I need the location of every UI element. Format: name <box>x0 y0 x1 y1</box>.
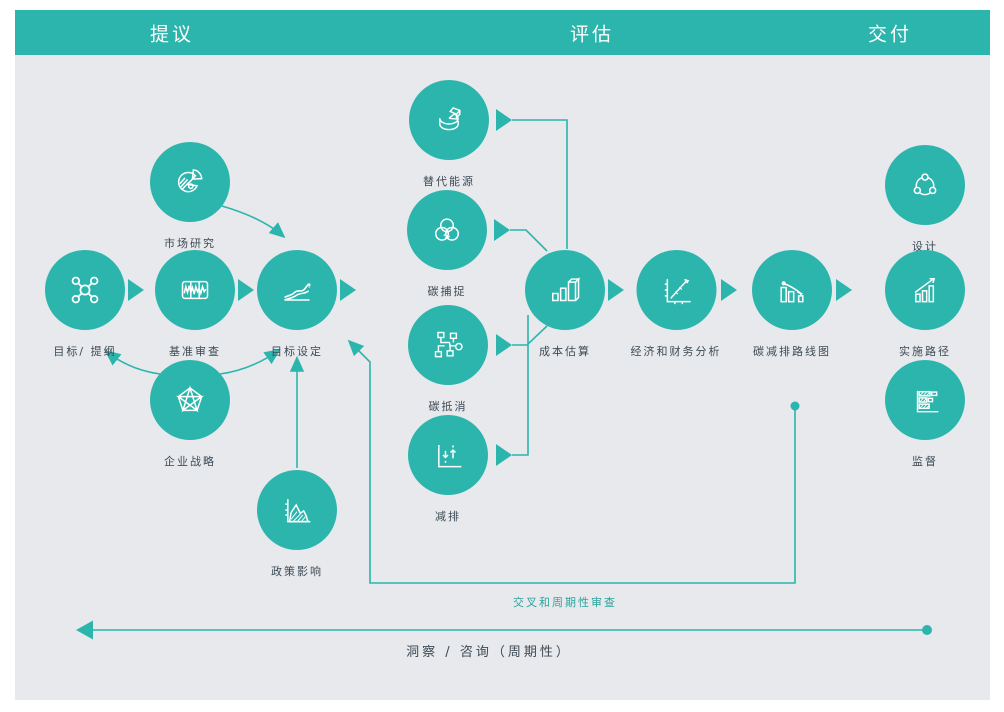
node-label: 企业战略 <box>164 455 216 468</box>
node-tree-icon <box>434 331 463 358</box>
phase-label-delivery: 交付 <box>867 23 913 45</box>
pentagon-star-icon <box>176 385 204 413</box>
node-label: 市场研究 <box>164 237 216 250</box>
step-triangle <box>128 279 144 301</box>
step-triangle <box>496 109 512 131</box>
arrow-market-research-to-target <box>221 205 286 239</box>
insight-consult-label: 洞察 / 咨询（周期性） <box>406 645 572 660</box>
arrow-strategy-to-target <box>219 349 281 375</box>
node-emission-reduction: 减排 <box>408 415 488 524</box>
up-down-arrows-chart-icon <box>438 445 462 468</box>
connector-alt-energy-to-cost <box>512 119 568 249</box>
connector-emission-reduction-to-cost <box>512 315 529 456</box>
node-label: 碳抵消 <box>428 400 468 413</box>
venn-circles-icon <box>435 218 459 241</box>
node-implementation-path: 实施路径 <box>885 250 965 359</box>
node-label: 目标设定 <box>271 345 323 358</box>
connector-carbon-offset-to-cost <box>512 325 548 346</box>
step-triangle <box>340 279 356 301</box>
cycle-nodes-icon <box>913 173 937 196</box>
node-label: 实施路径 <box>899 345 951 358</box>
node-circle <box>525 250 605 330</box>
axis-trend-pencil-icon <box>664 278 691 305</box>
node-label: 政策影响 <box>271 565 323 578</box>
node-label: 替代能源 <box>423 175 475 188</box>
node-corporate-strategy: 企业战略 <box>150 360 230 469</box>
node-market-research: 市场研究 <box>150 142 230 251</box>
gantt-bars-icon <box>916 390 939 413</box>
insight-end-dot <box>922 625 932 635</box>
node-circle <box>408 415 488 495</box>
node-circle <box>636 250 716 330</box>
node-circle <box>407 190 487 270</box>
node-circle <box>150 360 230 440</box>
growth-bars-arrow-icon <box>914 278 936 303</box>
step-triangle <box>608 279 624 301</box>
pie-chart-icon <box>177 169 203 193</box>
phase-label-evaluation: 评估 <box>569 23 615 45</box>
node-label: 设计 <box>912 240 938 253</box>
rising-lines-chart-icon <box>284 283 311 301</box>
node-policy-impact: 政策影响 <box>257 470 337 579</box>
node-target-setting: 目标设定 <box>257 250 337 359</box>
node-circle <box>885 145 965 225</box>
node-label: 减排 <box>435 510 461 523</box>
node-carbon-offset: 碳抵消 <box>408 305 488 414</box>
node-supervision: 监督 <box>885 360 965 469</box>
step-triangle <box>721 279 737 301</box>
step-triangle <box>836 279 852 301</box>
phase-header-bar: 提议 评估 交付 <box>15 10 990 55</box>
cross-review-label: 交叉和周期性审查 <box>513 596 617 609</box>
node-cost-estimation: 成本估算 <box>525 250 605 359</box>
node-circle <box>150 142 230 222</box>
hatched-area-chart-icon <box>285 499 311 523</box>
node-circle <box>45 250 125 330</box>
node-label: 目标/ 提纲 <box>53 345 117 358</box>
pie-3d-icon <box>439 107 462 131</box>
waveform-panel-icon <box>181 280 209 300</box>
node-circle <box>885 250 965 330</box>
node-economic-financial-analysis: 经济和财务分析 <box>631 250 722 359</box>
step-triangle <box>494 219 510 241</box>
node-label: 经济和财务分析 <box>630 345 722 358</box>
node-circle <box>752 250 832 330</box>
feedback-loop-line <box>347 339 796 584</box>
node-carbon-reduction-roadmap: 碳减排路线图 <box>752 250 832 359</box>
node-goals-outline: 目标/ 提纲 <box>45 250 125 359</box>
step-triangle <box>238 279 254 301</box>
node-alternative-energy: 替代能源 <box>409 80 489 189</box>
declining-bars-arrow-icon <box>780 281 804 303</box>
node-label: 碳减排路线图 <box>753 345 831 358</box>
connector-carbon-capture-to-cost <box>510 229 548 252</box>
node-circle <box>257 250 337 330</box>
bar-chart-3d-icon <box>552 277 581 302</box>
step-triangle <box>496 444 512 466</box>
node-design: 设计 <box>885 145 965 254</box>
arrow-strategy-to-goals <box>104 350 161 375</box>
phase-label-proposal: 提议 <box>149 23 195 45</box>
node-circle <box>409 80 489 160</box>
feedback-start-dot <box>790 401 800 411</box>
node-label: 基准审查 <box>169 345 221 358</box>
node-label: 监督 <box>912 455 938 468</box>
node-circle <box>155 250 235 330</box>
node-carbon-capture: 碳捕捉 <box>407 190 487 299</box>
node-baseline-review: 基准审查 <box>155 250 235 359</box>
network-nodes-icon <box>71 276 99 304</box>
node-circle <box>885 360 965 440</box>
insight-left-arrowhead <box>76 620 93 640</box>
node-circle <box>408 305 488 385</box>
node-circle <box>257 470 337 550</box>
node-label: 成本估算 <box>539 345 591 358</box>
node-label: 碳捕捉 <box>427 285 467 298</box>
step-triangle <box>496 334 512 356</box>
